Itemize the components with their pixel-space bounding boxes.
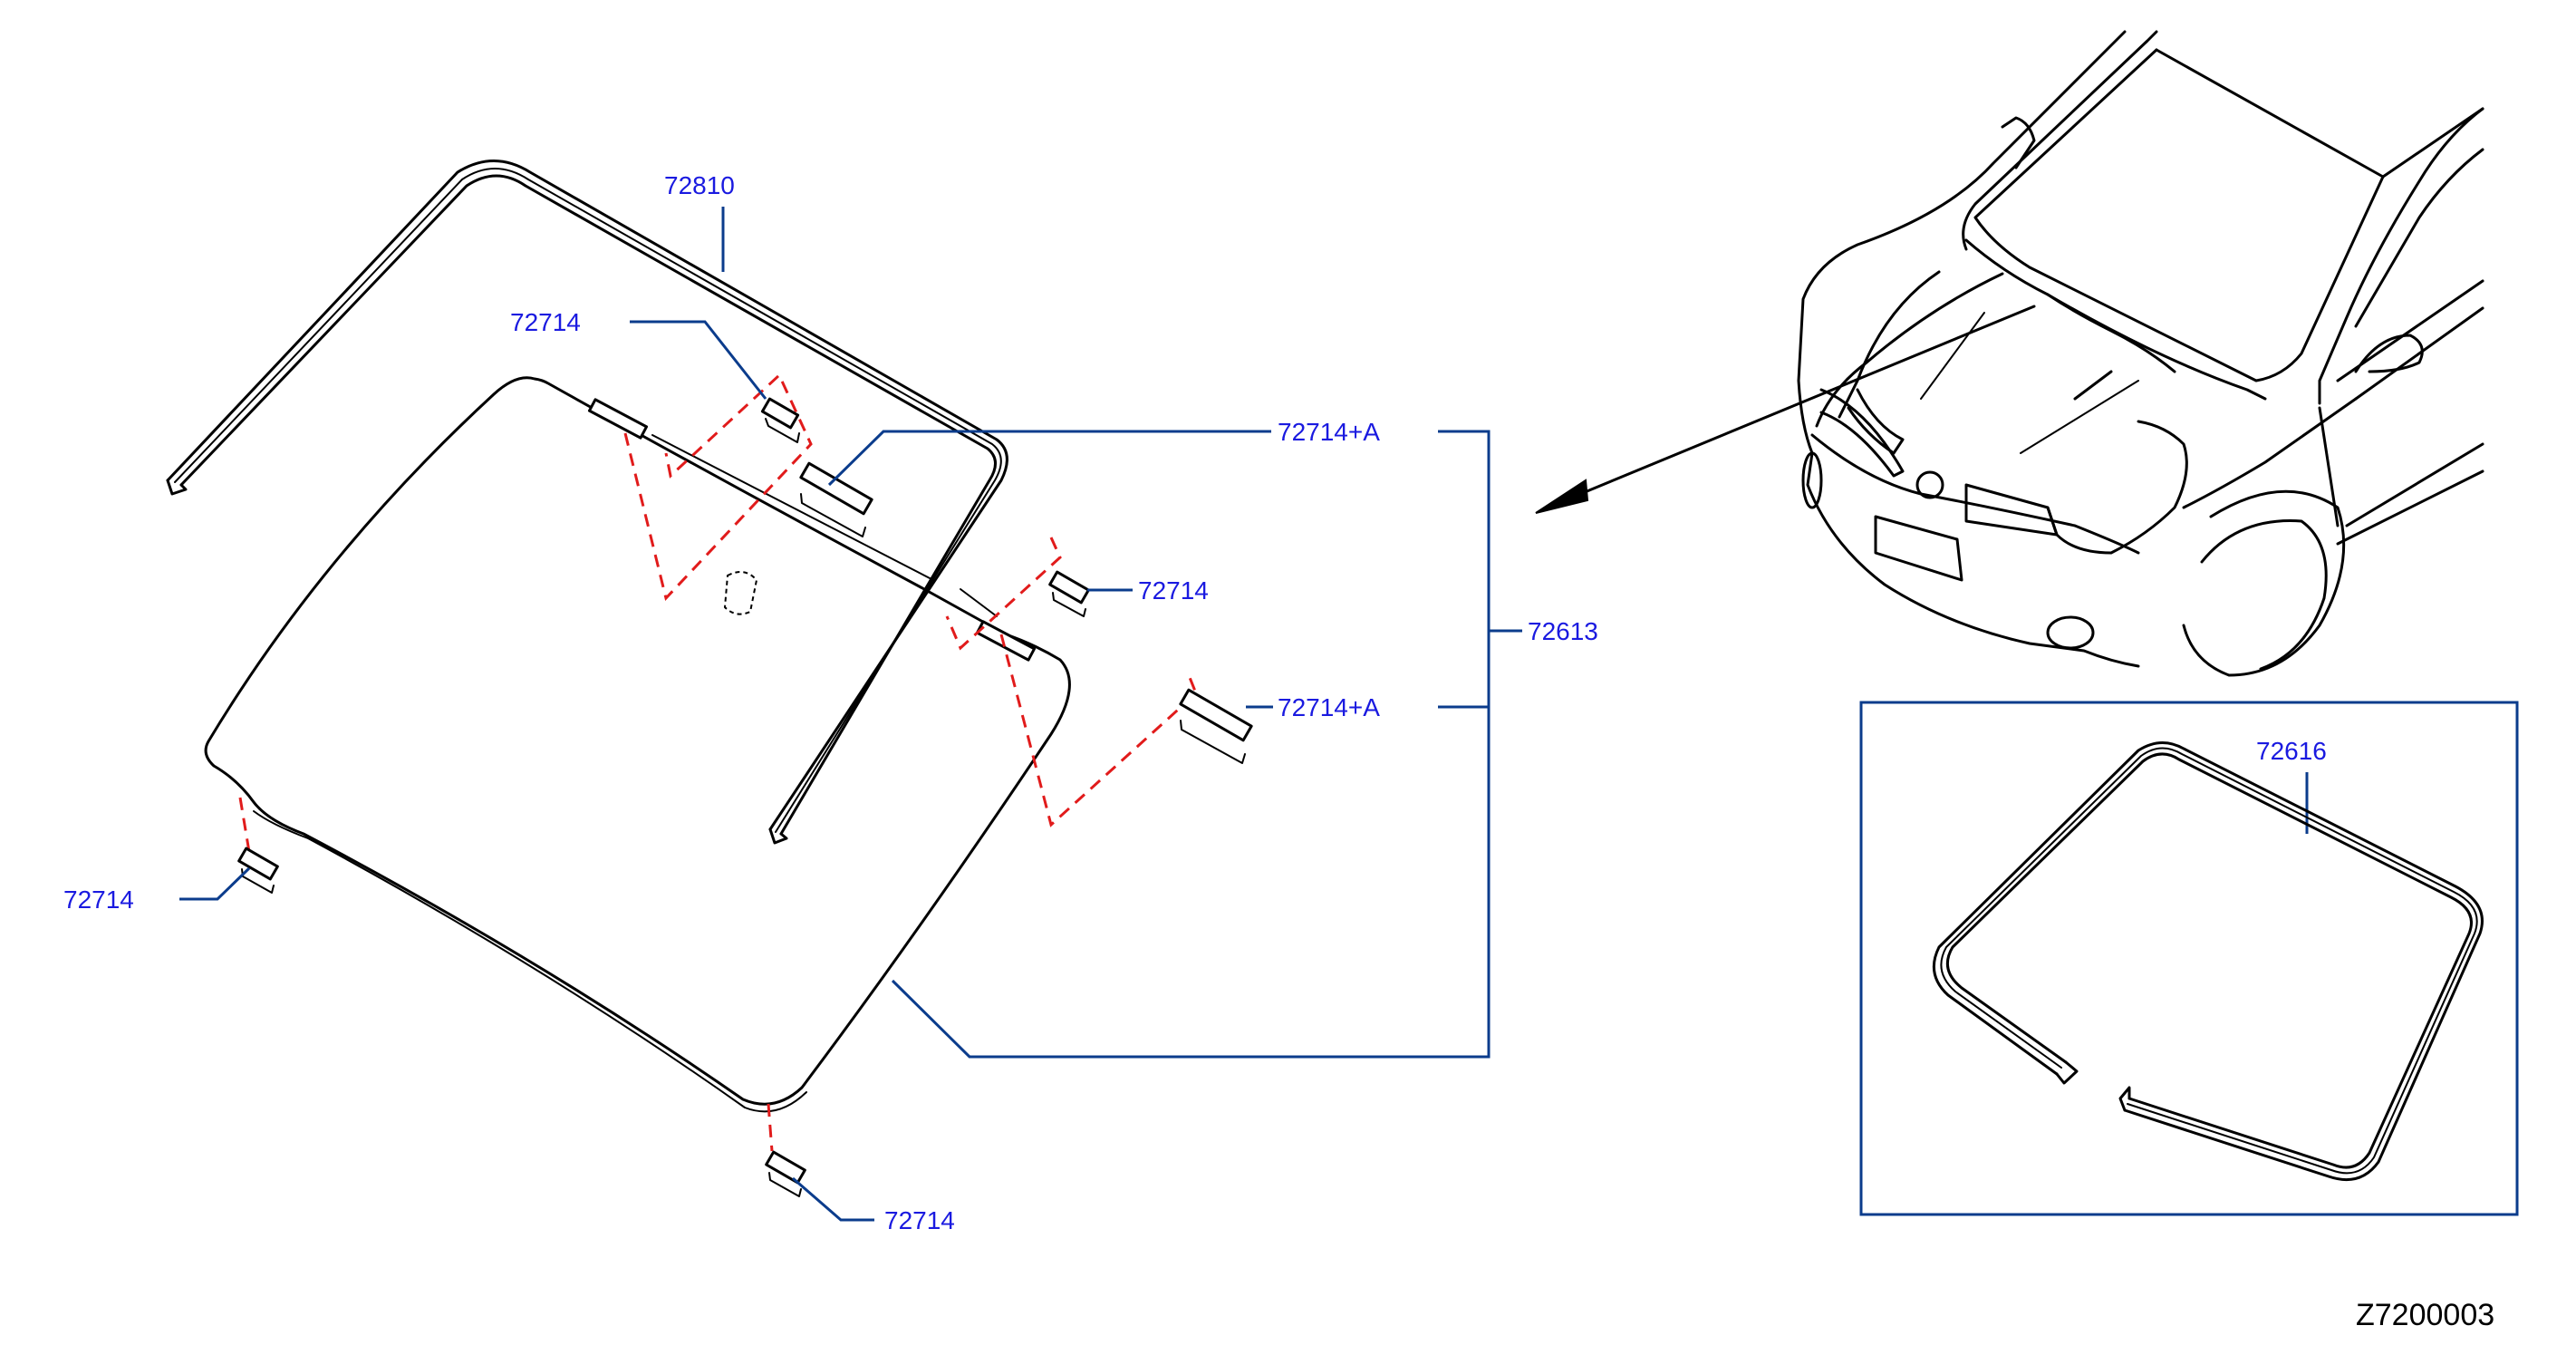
leader-72714a-top	[827, 430, 1271, 487]
clip-position-guides	[238, 373, 1198, 1152]
label-72714-bottom: 72714	[884, 1206, 955, 1234]
clip-left-lower	[237, 847, 279, 894]
inset-frame	[1859, 701, 2519, 1216]
inset-dam-rubber: 72616	[1859, 701, 2519, 1216]
label-72714a-top: 72714+A	[1278, 418, 1380, 446]
label-72613: 72613	[1528, 617, 1598, 645]
location-arrow	[1535, 305, 2036, 514]
clip-top-left	[760, 397, 800, 443]
clip-bottom	[765, 1150, 806, 1197]
leader-72613-bracket	[891, 430, 1491, 1059]
diagram-code: Z7200003	[2356, 1298, 2494, 1332]
label-72714a-lower: 72714+A	[1278, 693, 1380, 721]
label-72810: 72810	[664, 171, 735, 199]
clip-top-right-a	[799, 461, 873, 537]
car-illustration	[1797, 30, 2484, 677]
label-72616: 72616	[2256, 737, 2327, 765]
glass-sensor-outline	[723, 571, 758, 615]
leader-72714-left	[179, 866, 251, 901]
leader-72714-bottom	[792, 1176, 874, 1222]
windshield-glass	[204, 376, 1071, 1113]
label-72714-left: 72714	[63, 885, 134, 914]
clip-right	[1048, 570, 1090, 617]
label-72714-right: 72714	[1138, 576, 1209, 605]
glass-sensor-pad-top	[587, 398, 649, 440]
leader-72714-top	[630, 320, 767, 400]
clip-right-lower-a	[1179, 688, 1253, 764]
leader-lines	[179, 207, 2309, 1222]
label-72714-top: 72714	[510, 308, 581, 336]
glass-sensor-pad-right	[975, 620, 1037, 662]
windshield-upper-moulding	[166, 160, 1008, 845]
